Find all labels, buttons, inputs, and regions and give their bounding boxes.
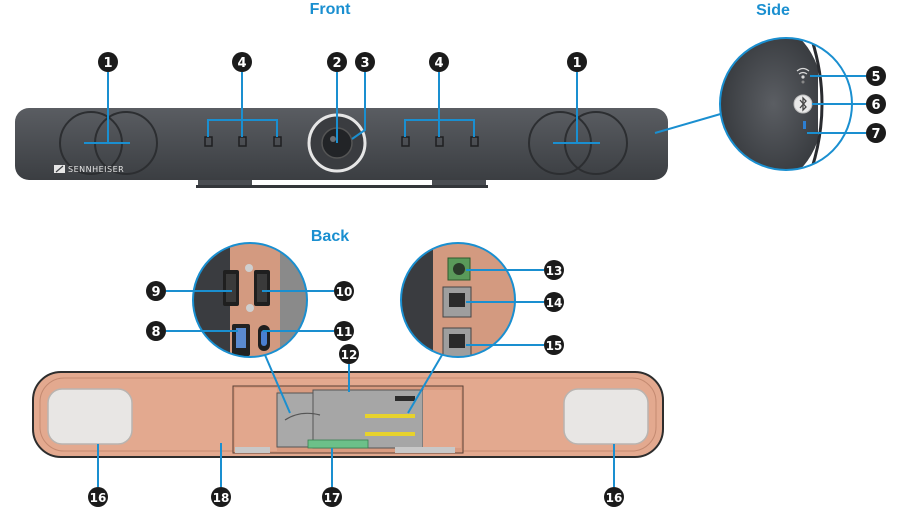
svg-text:5: 5 <box>871 70 880 85</box>
callout-8: 8 <box>146 321 166 341</box>
back-leader-lines <box>97 269 615 487</box>
wifi-icon <box>796 67 810 79</box>
front-callouts: 1 2 3 4 4 1 <box>98 52 587 72</box>
brand-logo: SENNHEISER <box>54 165 124 174</box>
svg-text:2: 2 <box>332 56 341 71</box>
svg-text:15: 15 <box>546 339 563 353</box>
svg-text:12: 12 <box>341 348 358 362</box>
ribbon-yellow-1 <box>365 414 415 418</box>
ribbon-yellow-2 <box>365 432 415 436</box>
terminal-block <box>307 439 369 449</box>
bluetooth-icon <box>793 94 813 114</box>
brand-wordmark: SENNHEISER <box>68 165 124 174</box>
svg-text:4: 4 <box>434 56 443 71</box>
front-stand-left <box>198 178 252 187</box>
callout-10: 10 <box>334 281 354 301</box>
callout-11: 11 <box>334 321 354 341</box>
dc-power-jack <box>447 257 471 281</box>
callout-4-left: 4 <box>232 52 252 72</box>
back-callouts: 9 10 8 11 12 13 14 15 16 16 18 17 <box>88 260 624 507</box>
status-indicator <box>801 80 805 84</box>
svg-text:1: 1 <box>572 56 581 71</box>
front-view: SENNHEISER 1 2 3 4 4 1 <box>15 52 668 188</box>
callout-18: 18 <box>211 487 231 507</box>
led-icon <box>803 121 806 129</box>
hdmi-port-2 <box>254 270 270 306</box>
right-zoom-connector <box>407 354 443 414</box>
hdmi-port-1 <box>223 270 239 306</box>
callout-6: 6 <box>866 94 886 114</box>
front-stand-right <box>432 178 486 187</box>
svg-text:1: 1 <box>103 56 112 71</box>
front-title: Front <box>309 1 351 18</box>
callout-3: 3 <box>355 52 375 72</box>
svg-text:18: 18 <box>213 491 230 505</box>
svg-text:3: 3 <box>360 56 369 71</box>
callout-1-right: 1 <box>567 52 587 72</box>
right-speaker-grille <box>563 388 649 445</box>
svg-text:11: 11 <box>336 325 353 339</box>
callout-7: 7 <box>866 123 886 143</box>
left-speaker-grille <box>47 388 133 445</box>
callout-17: 17 <box>322 487 342 507</box>
svg-text:4: 4 <box>237 56 246 71</box>
left-zoom-connector <box>264 354 291 414</box>
svg-text:13: 13 <box>546 264 563 278</box>
svg-text:8: 8 <box>151 325 160 340</box>
usb-c-port <box>258 325 270 351</box>
svg-text:7: 7 <box>871 127 880 142</box>
callout-4-right: 4 <box>429 52 449 72</box>
callout-12: 12 <box>339 344 359 364</box>
callout-16-right: 16 <box>604 487 624 507</box>
callout-13: 13 <box>544 260 564 280</box>
callout-1-left: 1 <box>98 52 118 72</box>
svg-text:14: 14 <box>546 296 563 310</box>
left-zoom-circle <box>192 242 308 358</box>
connection-bay <box>232 385 464 454</box>
side-device-end <box>720 38 824 170</box>
callout-16-left: 16 <box>88 487 108 507</box>
svg-text:17: 17 <box>324 491 341 505</box>
cable-black <box>395 396 415 401</box>
back-title: Back <box>310 228 350 245</box>
front-stand-base <box>196 185 488 188</box>
usb-a-port <box>232 324 250 356</box>
callout-9: 9 <box>146 281 166 301</box>
svg-text:16: 16 <box>606 491 623 505</box>
right-zoom-circle <box>400 242 516 358</box>
svg-text:9: 9 <box>151 285 160 300</box>
network-port-2 <box>442 327 472 357</box>
front-leader-lines <box>84 72 600 144</box>
side-view: 5 6 7 <box>654 37 886 171</box>
svg-text:16: 16 <box>90 491 107 505</box>
side-leader-lines <box>807 75 866 134</box>
network-port-1 <box>442 286 472 318</box>
callout-2: 2 <box>327 52 347 72</box>
side-title: Side <box>756 2 790 19</box>
callout-14: 14 <box>544 292 564 312</box>
cable-wire <box>284 412 321 421</box>
side-zoom-connector <box>654 112 725 134</box>
svg-text:10: 10 <box>336 285 353 299</box>
side-callouts: 5 6 7 <box>866 66 886 143</box>
back-view: 9 10 8 11 12 13 14 15 16 16 18 17 <box>32 242 664 507</box>
callout-15: 15 <box>544 335 564 355</box>
callout-5: 5 <box>866 66 886 86</box>
camera-glint <box>330 136 336 142</box>
svg-text:6: 6 <box>871 98 880 113</box>
